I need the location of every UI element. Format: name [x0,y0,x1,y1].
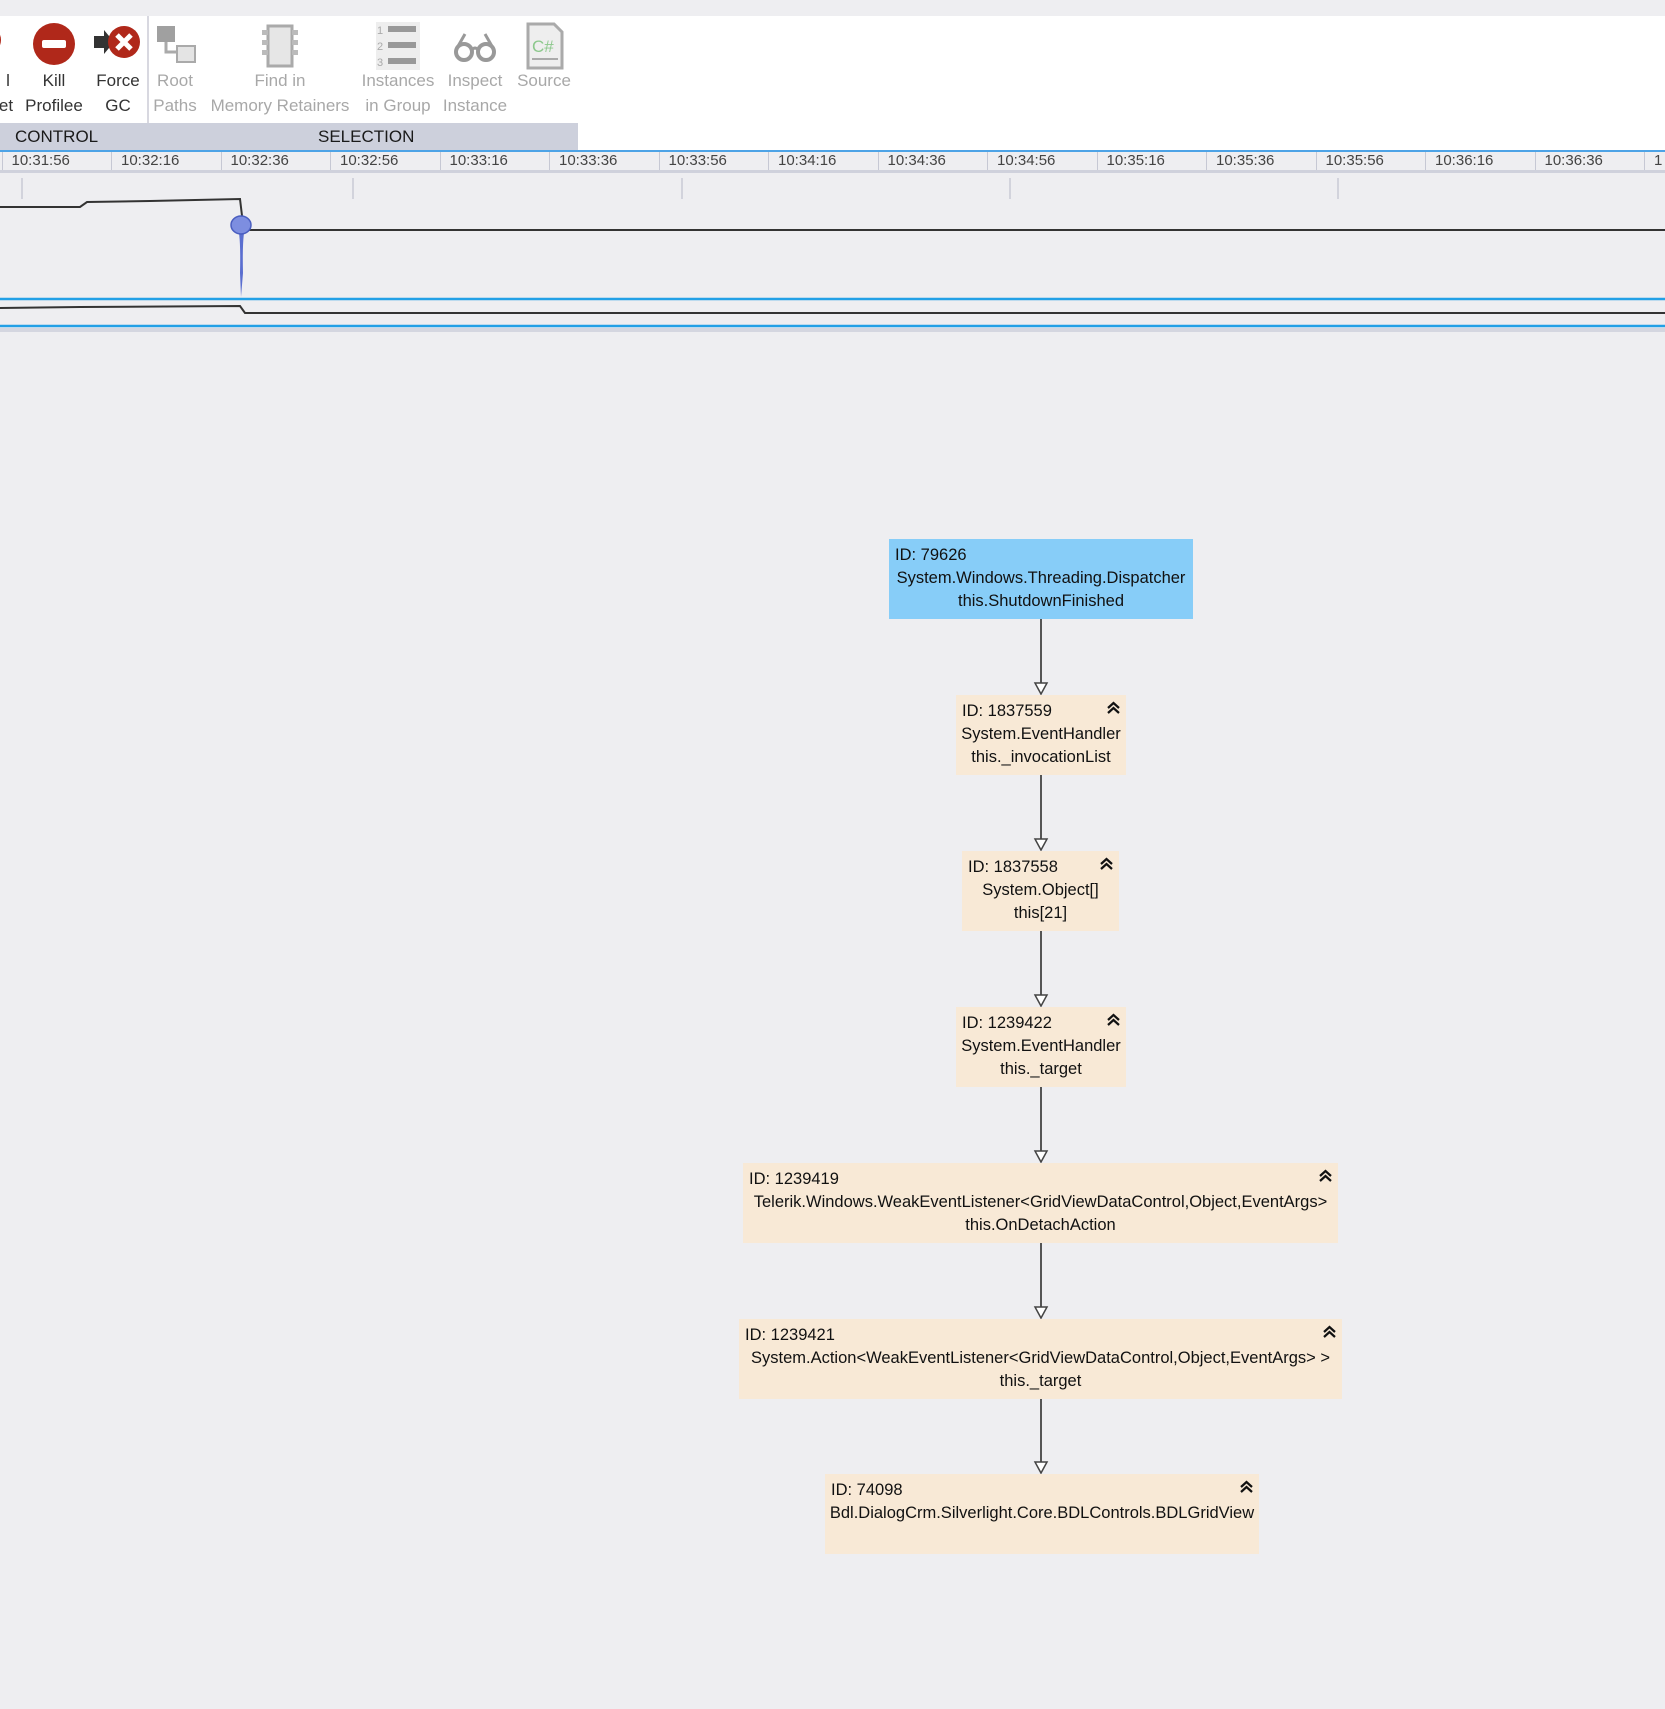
gc-event-knob[interactable] [230,215,252,235]
collapse-chevron-icon[interactable] [1107,698,1120,721]
svg-text:2: 2 [377,41,383,53]
node-id: ID: 79626 [895,546,967,564]
node-field: this._invocationList [971,748,1111,766]
edge-arrow-icon [1033,682,1049,696]
timeline-tick-label: 10:34:36 [877,152,987,170]
csharp-file-icon: C# [526,22,564,70]
timeline-tick-label: 10:34:56 [987,152,1096,170]
node-id: ID: 1239419 [749,1170,839,1188]
timeline-tick-label: 10:35:16 [1096,152,1206,170]
svg-text:1: 1 [377,25,383,37]
find-in-memory-retainers-button[interactable]: Find in Memory Retainers [210,16,350,123]
reset-button-partial[interactable]: l et [0,16,16,123]
timeline-tick-label: 10:36:36 [1534,152,1644,170]
collapse-chevron-icon[interactable] [1240,1477,1253,1500]
toolbar-separator [147,16,149,123]
node-id: ID: 74098 [831,1481,903,1499]
node-id: ID: 1837558 [968,858,1058,876]
node-type: Telerik.Windows.WeakEventListener<GridVi… [753,1193,1328,1211]
timeline-tick-label: 1 [1644,152,1665,170]
edge-arrow-icon [1033,1461,1049,1475]
memory-timeline-graph[interactable] [0,173,1665,333]
node-type: System.EventHandler [961,725,1121,743]
collapse-chevron-icon[interactable] [1100,854,1113,877]
root-paths-button[interactable]: Root Paths [150,16,200,123]
kill-profilee-button[interactable]: Kill Profilee [24,16,84,123]
node-type: System.Windows.Threading.Dispatcher [896,569,1186,587]
svg-text:3: 3 [377,57,383,69]
group-label-control: CONTROL [15,127,99,146]
node-field: this.ShutdownFinished [957,592,1124,610]
node-id: ID: 1837559 [962,702,1052,720]
node-field: this._target [999,1372,1082,1390]
graph-bottom-edge [0,328,1665,332]
node-type: System.Action<WeakEventListener<GridView… [750,1349,1330,1367]
root-paths-icon [157,26,196,63]
node-type: System.Object[] [982,881,1099,899]
edge-arrow-icon [1033,1150,1049,1164]
collapse-chevron-icon[interactable] [1319,1166,1332,1189]
timeline-tick-label: 10:32:16 [111,152,220,170]
node-field: this._target [1000,1060,1082,1078]
force-gc-button[interactable]: Force GC [92,16,144,123]
timeline-tick-label: 10:33:56 [658,152,768,170]
ribbon-toolbar: l et Kill Profilee Force GC Root Paths F… [0,16,578,123]
ribbon-group-labels: CONTROL SELECTION [0,123,578,150]
timeline-tick-label: 10:34:16 [768,152,877,170]
timeline-tick-label: 10:33:16 [439,152,549,170]
timeline-tick-label: 10:32:36 [220,152,330,170]
window-top-strip [0,0,1665,16]
node-type: Bdl.DialogCrm.Silverlight.Core.BDLContro… [829,1504,1255,1522]
timeline-gridmarks [21,178,1339,199]
group-label-selection: SELECTION [318,127,415,146]
node-field: this.OnDetachAction [965,1216,1116,1234]
glasses-icon [454,33,496,62]
stop-icon [33,23,75,65]
timeline-tick-label: 10:36:16 [1425,152,1534,170]
edge-arrow-icon [1033,838,1049,852]
node-type: System.EventHandler [961,1037,1121,1055]
force-gc-icon [94,26,140,58]
timeline-tick-label: 10:33:36 [549,152,658,170]
timeline-tick-label: 10:32:56 [330,152,439,170]
collapse-chevron-icon[interactable] [1107,1010,1120,1033]
memory-chip-icon [262,24,298,68]
collapse-chevron-icon[interactable] [1323,1322,1336,1345]
svg-text:C#: C# [532,37,554,56]
edge-arrow-icon [1033,994,1049,1008]
edge-arrow-icon [1033,1306,1049,1320]
timeline-tick-label: 10:35:56 [1315,152,1425,170]
timeline-tick-label: 10:31:56 [1,152,111,170]
memory-usage-line [0,197,1665,231]
timeline-tick-label: 10:35:36 [1206,152,1315,170]
ribbon-empty-area [578,16,1665,150]
gc-event-marker[interactable] [237,225,246,297]
node-id: ID: 1239421 [745,1326,835,1344]
source-button[interactable]: C# Source [514,16,574,123]
node-field: this[21] [1013,904,1068,922]
node-id: ID: 1239422 [962,1014,1052,1032]
overview-line [0,304,1665,314]
reset-icon [0,34,1,46]
numbered-list-icon: 1 2 3 [376,22,420,70]
inspect-instance-button[interactable]: Inspect Instance [440,16,510,123]
